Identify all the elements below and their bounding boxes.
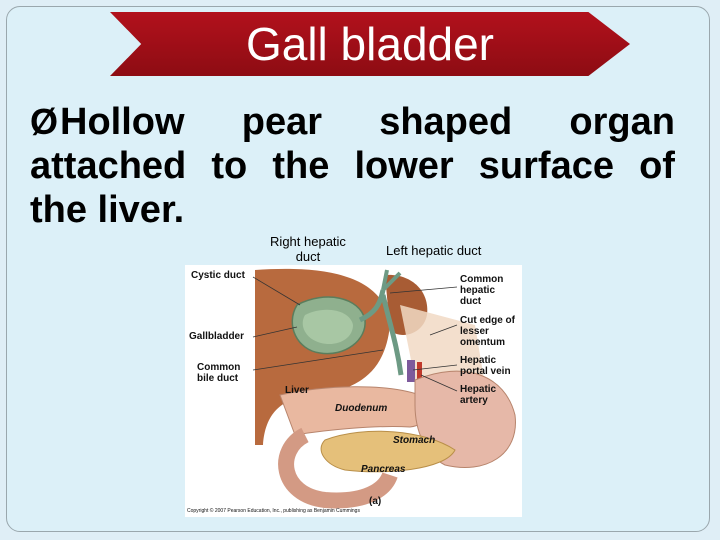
figure-copyright: Copyright © 2007 Pearson Education, Inc.… bbox=[187, 508, 360, 514]
left-hepatic-duct-callout: Left hepatic duct bbox=[386, 243, 482, 258]
body-line-3: the liver. bbox=[30, 188, 675, 232]
body-word: attached bbox=[30, 145, 187, 187]
body-word: to bbox=[211, 145, 248, 187]
figure-label-gallbladder: Gallbladder bbox=[189, 331, 245, 342]
slide-body: ØHollow pear shaped organ attached to th… bbox=[30, 100, 675, 232]
body-word: surface bbox=[478, 145, 614, 187]
figure-label-panel: (a) bbox=[369, 496, 382, 507]
figure-label-cut-edge: Cut edge of lesser omentum bbox=[460, 315, 515, 348]
right-hepatic-duct-callout: Right hepatic duct bbox=[270, 234, 346, 264]
figure-label-stomach: Stomach bbox=[393, 435, 436, 446]
anatomy-figure: Cystic duct Gallbladder Common bile duct… bbox=[185, 265, 522, 517]
bullet-arrow-icon: ØHollow bbox=[30, 101, 185, 143]
body-word: of bbox=[639, 145, 675, 187]
body-word: the liver. bbox=[30, 189, 185, 231]
figure-label-hepatic-portal-vein: Hepatic portal vein bbox=[460, 355, 511, 377]
body-line-2: attached to the lower surface of bbox=[30, 144, 675, 188]
body-word: the bbox=[272, 145, 330, 187]
body-line-1: ØHollow pear shaped organ bbox=[30, 100, 675, 144]
figure-label-common-bile-duct: Common bile duct bbox=[197, 362, 241, 384]
title-banner bbox=[110, 12, 630, 76]
body-word: lower bbox=[354, 145, 454, 187]
body-word: organ bbox=[569, 101, 675, 143]
figure-label-duodenum: Duodenum bbox=[335, 403, 388, 414]
gallbladder-anatomy-illustration bbox=[252, 268, 516, 509]
figure-label-cystic-duct: Cystic duct bbox=[191, 270, 245, 281]
slide-title: Gall bladder bbox=[245, 18, 495, 70]
body-word: pear bbox=[241, 101, 323, 143]
figure-label-liver: Liver bbox=[285, 385, 309, 396]
figure-label-common-hepatic-duct: Common hepatic duct bbox=[460, 274, 504, 307]
body-word: shaped bbox=[379, 101, 513, 143]
figure-label-pancreas: Pancreas bbox=[361, 464, 406, 475]
figure-label-hepatic-artery: Hepatic artery bbox=[460, 384, 497, 406]
